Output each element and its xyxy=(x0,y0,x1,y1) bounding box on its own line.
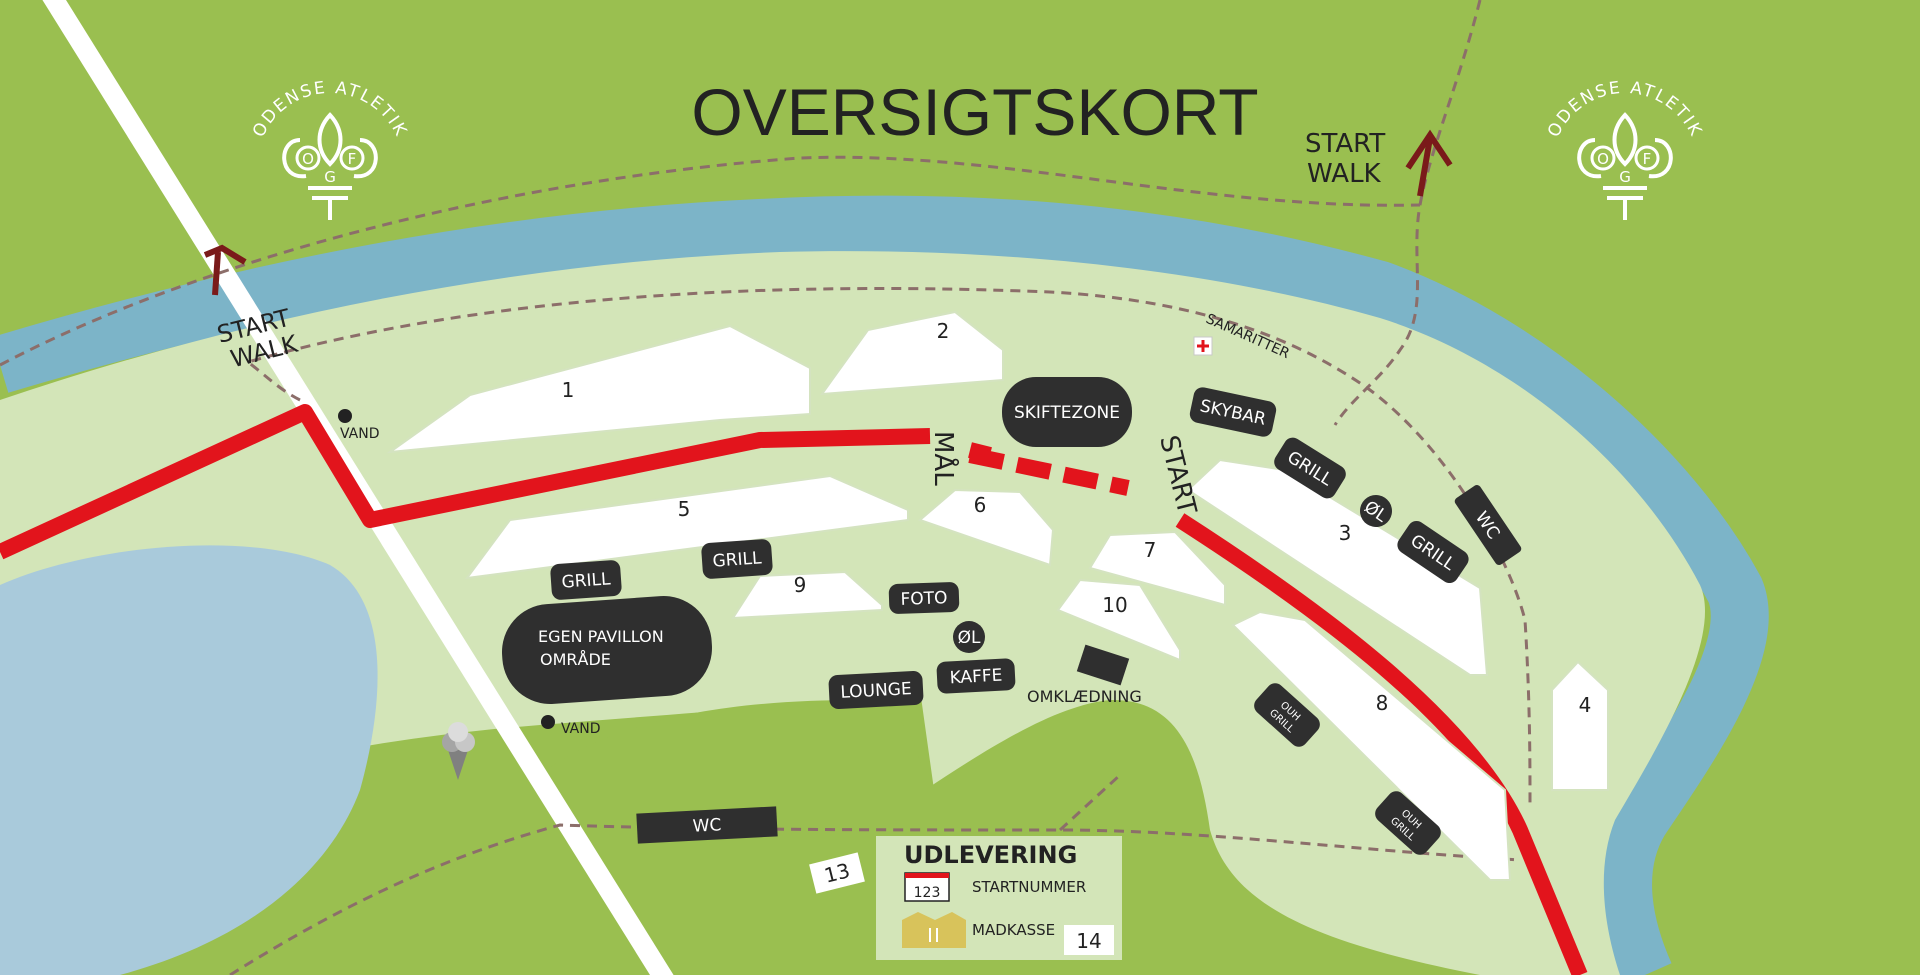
red-cross-icon xyxy=(1197,340,1209,352)
lake xyxy=(0,545,378,975)
tent-number-4: 4 xyxy=(1579,693,1592,717)
start-number-icon: 123 xyxy=(904,872,950,902)
tent-4 xyxy=(1551,660,1609,791)
food-box-icon xyxy=(902,912,966,948)
pavillon-area xyxy=(501,596,713,704)
beer-badge: ØL xyxy=(953,621,985,653)
water-label: VAND xyxy=(340,426,380,442)
lounge-label: LOUNGE xyxy=(840,679,912,703)
water-label: VAND xyxy=(561,721,601,737)
tent-number-2: 2 xyxy=(937,319,950,343)
tent-number-6: 6 xyxy=(974,493,987,517)
fleur-de-lis-icon xyxy=(1577,112,1673,220)
tent-number-8: 8 xyxy=(1376,691,1389,715)
start-walk-arrow-left xyxy=(203,244,247,296)
changing-room-label: OMKLÆDNING xyxy=(1027,687,1142,706)
foto-badge: FOTO xyxy=(888,582,960,614)
sign-14: 14 xyxy=(1064,925,1114,955)
tents xyxy=(386,310,1609,881)
changing-room-box xyxy=(1076,644,1130,686)
tent-3 xyxy=(1186,458,1489,676)
wc-badge-bottom: WC xyxy=(636,806,778,844)
tent-6 xyxy=(918,488,1055,567)
distribution-title: UDLEVERING xyxy=(904,841,1077,869)
wc-label: WC xyxy=(692,815,722,836)
beer-label: ØL xyxy=(958,628,981,648)
tent-7 xyxy=(1088,530,1226,607)
change-zone-badge xyxy=(1002,377,1132,447)
water-icon xyxy=(338,409,352,423)
tent-9 xyxy=(731,570,883,620)
tent-8 xyxy=(1231,610,1512,881)
tent-number-1: 1 xyxy=(562,378,575,402)
tent-number-10: 10 xyxy=(1102,593,1127,617)
fleur-de-lis-icon xyxy=(282,112,378,220)
pavillon-label-2: OMRÅDE xyxy=(540,650,611,669)
foto-label: FOTO xyxy=(900,588,948,610)
skybar-badge: SKYBAR xyxy=(1189,387,1277,437)
tent-number-5: 5 xyxy=(678,497,691,521)
start-walk-arrow-right xyxy=(1405,129,1453,197)
tent-number-7: 7 xyxy=(1144,538,1157,562)
tent-5 xyxy=(464,474,909,580)
grill-badge: GRILL xyxy=(550,560,622,600)
start-walk-right-line1: START xyxy=(1305,129,1385,159)
wc-badge-right: WC xyxy=(1454,485,1522,565)
food-box-label: MADKASSE xyxy=(972,921,1055,939)
change-zone-label: SKIFTEZONE xyxy=(1014,403,1120,423)
grill-label: GRILL xyxy=(561,569,612,592)
start-walk-right-line2: WALK xyxy=(1307,159,1382,189)
tent-number-9: 9 xyxy=(794,573,807,597)
grill-badge: GRILL xyxy=(701,539,773,579)
start-number-label: STARTNUMMER xyxy=(972,878,1086,896)
finish-label: MÅL xyxy=(928,431,960,486)
start-walk-right: START WALK xyxy=(1305,129,1385,189)
ouh-grill-badge: OUH GRILL xyxy=(1375,791,1441,855)
logo-letter-f: F xyxy=(348,150,357,168)
tent-numbers: 1 2 3 4 5 6 7 8 9 10 xyxy=(562,319,1592,717)
ice-cream-icon xyxy=(442,722,475,780)
walk-path xyxy=(0,0,1532,975)
beer-badge: ØL xyxy=(1360,495,1392,527)
sign-13-label: 13 xyxy=(822,858,853,887)
change-zone-dash xyxy=(968,447,1130,496)
logo-letter-f: F xyxy=(1643,150,1652,168)
start-number-icon-text: 123 xyxy=(914,885,941,901)
water-icon xyxy=(541,715,555,729)
kaffe-badge: KAFFE xyxy=(936,658,1016,694)
logo-letter-g: G xyxy=(324,168,336,186)
river xyxy=(0,195,1769,975)
tent-10 xyxy=(1056,578,1181,662)
kaffe-label: KAFFE xyxy=(949,666,1003,689)
tent-number-3: 3 xyxy=(1339,521,1352,545)
water-points: VAND VAND xyxy=(338,409,601,737)
grill-label: GRILL xyxy=(712,548,763,571)
logo-letter-o: O xyxy=(1597,150,1609,168)
logo-letter-o: O xyxy=(302,150,314,168)
logo-letter-g: G xyxy=(1619,168,1631,186)
facility-badges: GRILL GRILL SKYBAR GRILL ØL GRILL WC FO xyxy=(550,387,1522,855)
tent-2 xyxy=(819,310,1004,396)
lounge-badge: LOUNGE xyxy=(828,671,924,709)
sign-14-label: 14 xyxy=(1076,929,1101,953)
sign-13: 13 xyxy=(809,852,865,894)
pavillon-label-1: EGEN PAVILLON xyxy=(538,627,664,646)
map-title: OVERSIGTSKORT xyxy=(691,75,1258,149)
tent-1 xyxy=(386,324,811,454)
